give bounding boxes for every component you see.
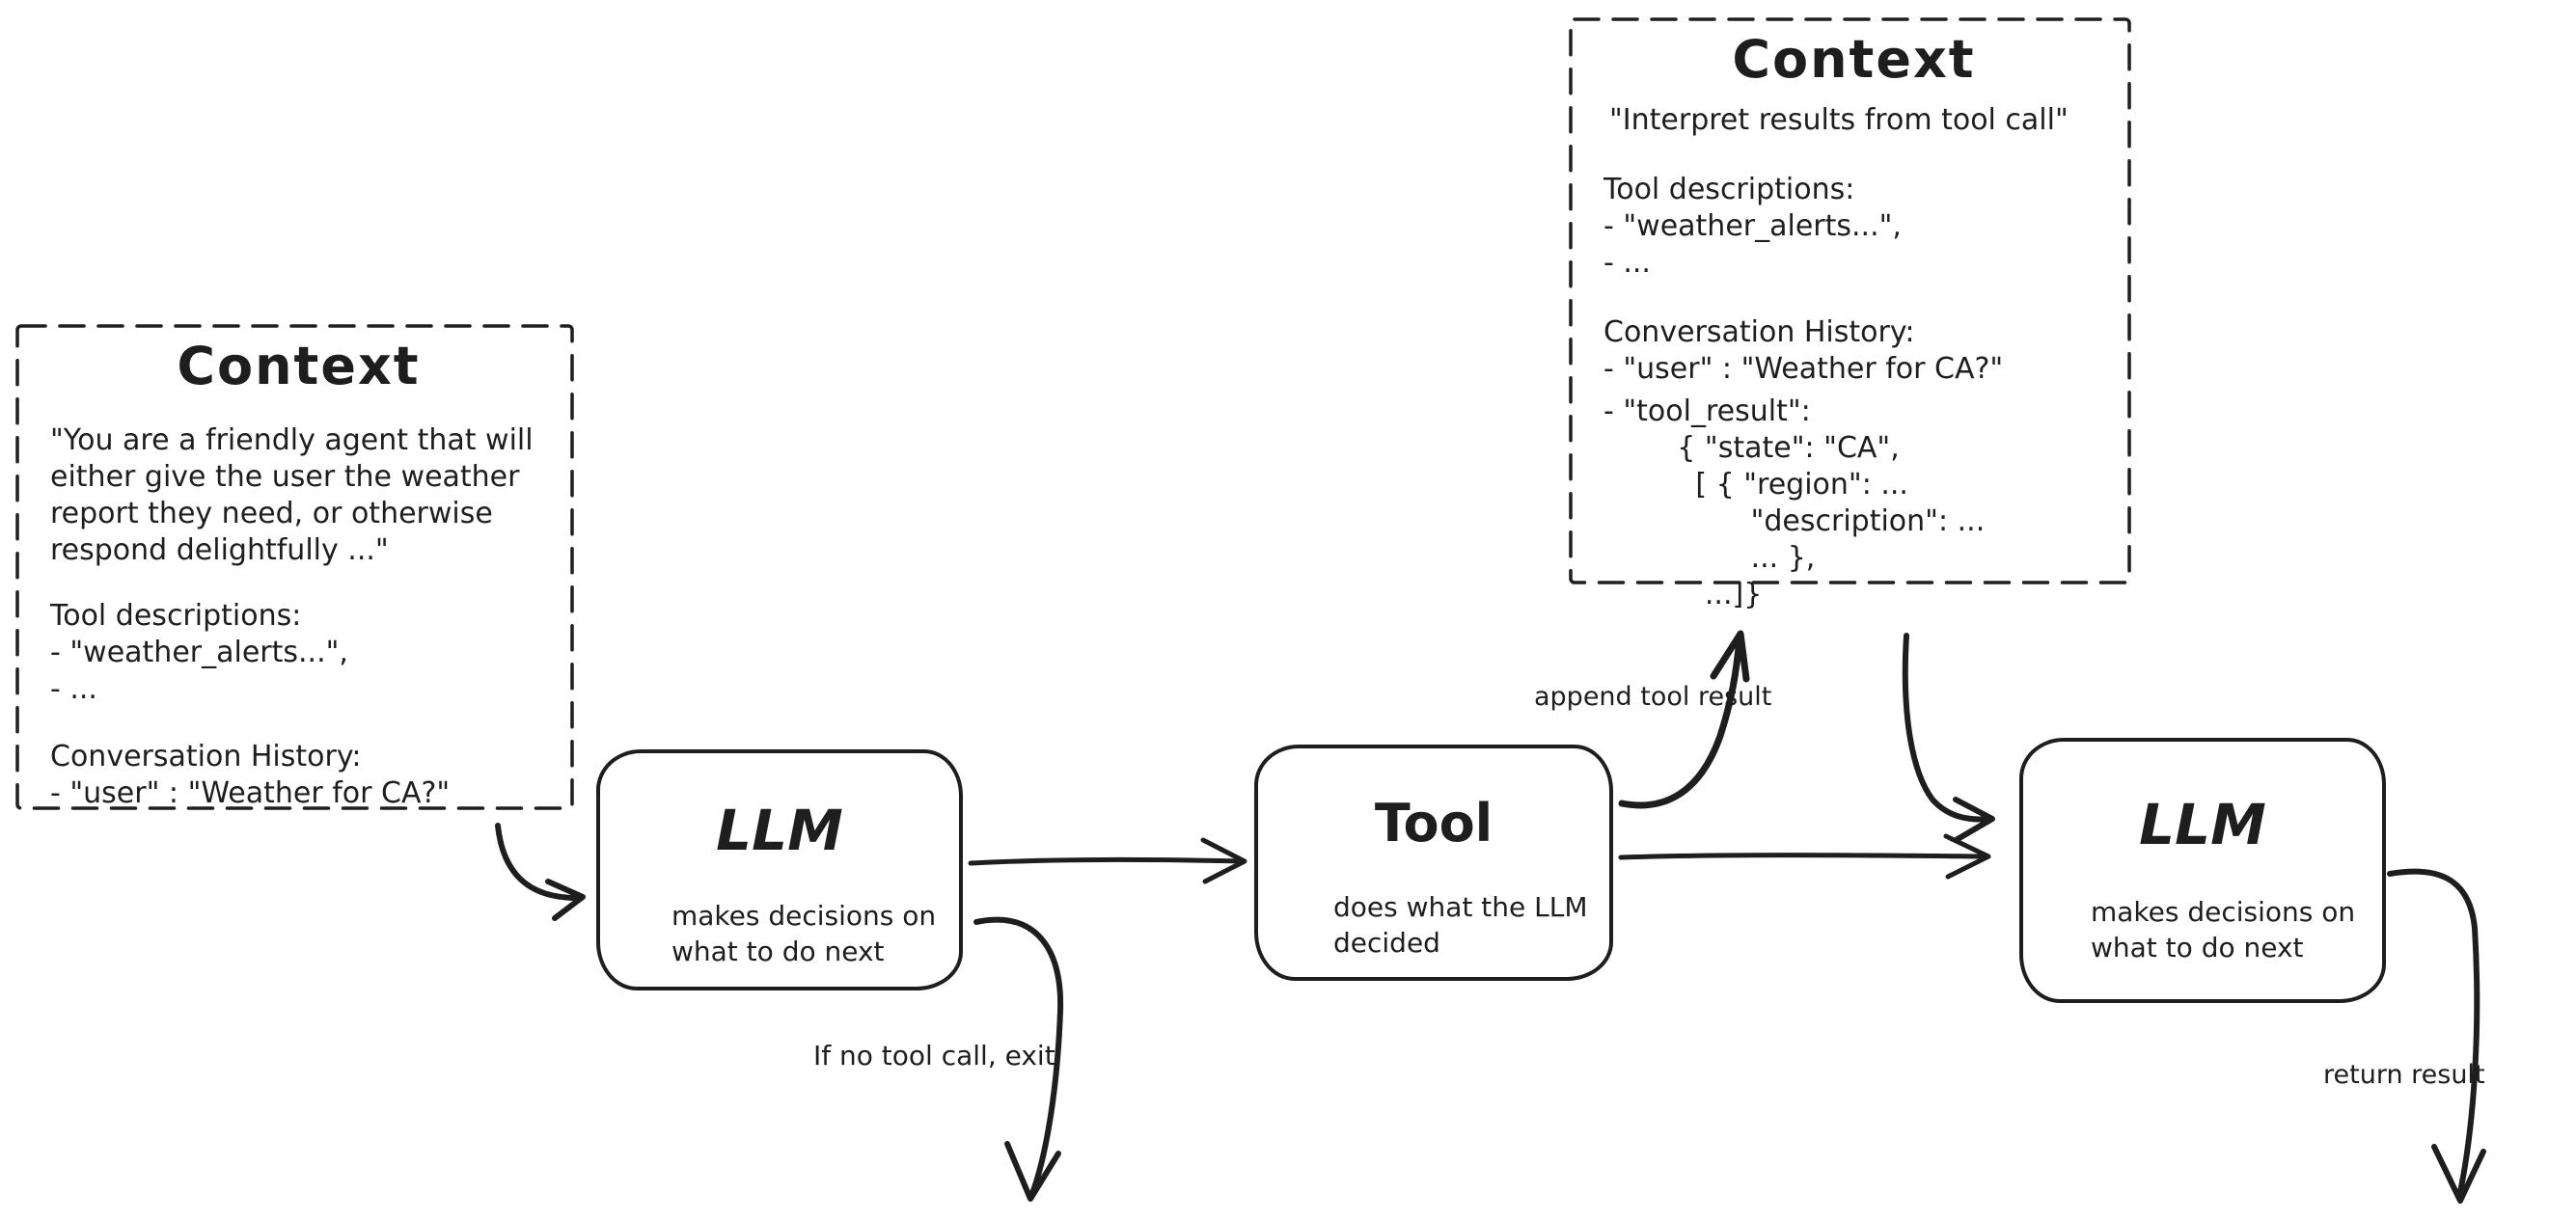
edge-label-if-no-tool-call-exit: If no tool call, exit	[813, 1040, 1055, 1072]
arrowhead-context-right-to-llm2	[1953, 797, 1995, 842]
arrowhead-llm1-exit	[1004, 1141, 1061, 1202]
arrow-tool-to-llm2	[1618, 853, 1987, 860]
llm-node-1: LLM makes decisions on what to do next	[596, 749, 963, 990]
context-right-instruction: "Interpret results from tool call"	[1609, 103, 2069, 137]
edge-label-return-result: return result	[2323, 1060, 2485, 1090]
context-left-tool-descriptions: Tool descriptions: - "weather_alerts..."…	[50, 599, 348, 706]
context-right-tool-result: - "tool_result": { "state": "CA", [ { "r…	[1603, 394, 1986, 611]
arrowhead-context-left-to-llm1	[545, 879, 586, 921]
arrow-tool-to-context-right	[1618, 634, 1743, 809]
llm-node-2: LLM makes decisions on what to do next	[2019, 738, 2386, 1003]
arrowhead-llm2-return	[2431, 1144, 2486, 1204]
arrowhead-tool-to-context-right	[1710, 630, 1750, 683]
context-right-conversation-history: Conversation History: - "user" : "Weathe…	[1603, 315, 2004, 386]
arrow-llm1-to-tool	[968, 856, 1244, 866]
context-right-title: Context	[1732, 29, 1976, 90]
context-box-right: Context "Interpret results from tool cal…	[1571, 19, 2129, 611]
edge-label-append-tool-result: append tool result	[1534, 682, 1772, 712]
context-box-left: Context "You are a friendly agent that w…	[17, 326, 572, 810]
context-left-conversation-history: Conversation History: - "user" : "Weathe…	[50, 740, 451, 810]
tool-node-title: Tool	[1374, 793, 1494, 854]
arrow-context-right-to-llm2	[1902, 633, 1991, 823]
llm-node-2-subtitle: makes decisions on what to do next	[2091, 896, 2356, 963]
context-left-title: Context	[177, 336, 421, 396]
llm-node-1-subtitle: makes decisions on what to do next	[671, 900, 937, 967]
arrow-context-left-to-llm1	[495, 823, 580, 901]
llm-node-2-title: LLM	[2139, 792, 2266, 857]
context-left-system-prompt: "You are a friendly agent that will eith…	[50, 423, 534, 567]
context-right-tool-descriptions: Tool descriptions: - "weather_alerts..."…	[1603, 173, 1902, 280]
arrow-llm2-return	[2387, 868, 2480, 1200]
tool-node: Tool does what the LLM decided	[1254, 745, 1613, 981]
arrowhead-llm1-to-tool	[1200, 837, 1247, 884]
tool-node-subtitle: does what the LLM decided	[1333, 891, 1588, 959]
arrowhead-tool-to-llm2	[1943, 833, 1991, 880]
llm-node-1-title: LLM	[716, 798, 843, 863]
